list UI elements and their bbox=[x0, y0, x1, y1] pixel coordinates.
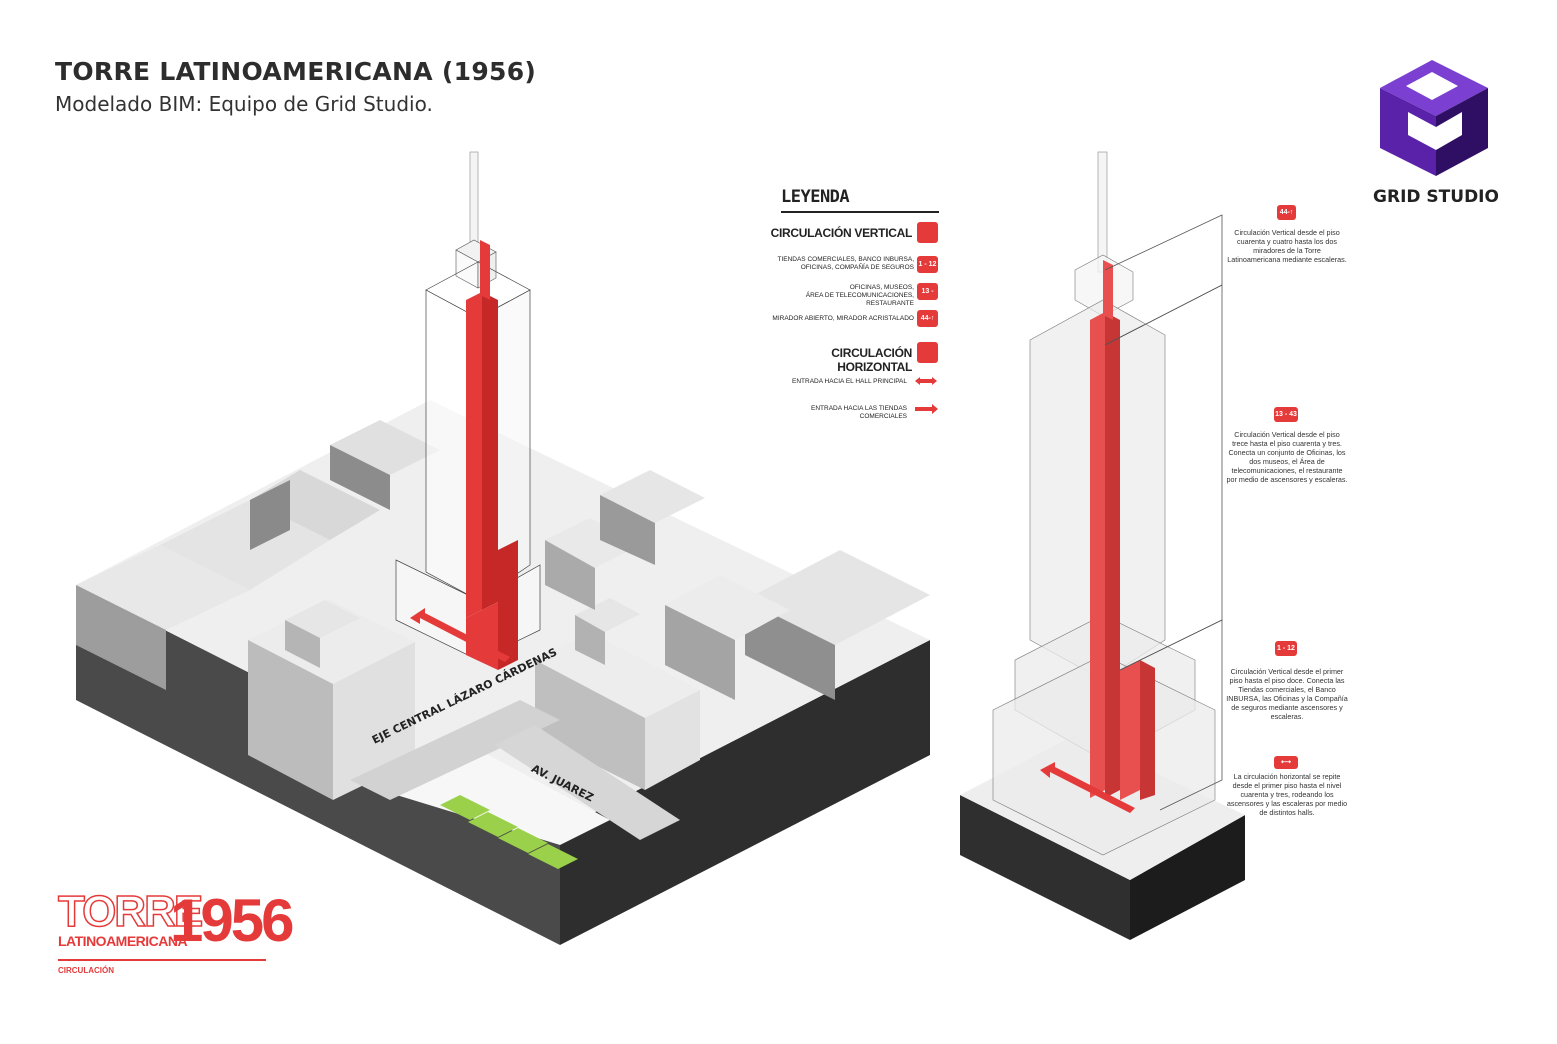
note-text: Circulación Vertical desde el primer pis… bbox=[1226, 667, 1348, 721]
legend-underline bbox=[781, 211, 939, 213]
legend-horizontal-swatch bbox=[917, 342, 938, 363]
poster-logo-torre: TORRE bbox=[57, 887, 204, 936]
legend-vertical-swatch bbox=[917, 222, 938, 243]
legend-item: MIRADOR ABIERTO, MIRADOR ACRISTALADO bbox=[772, 315, 914, 322]
poster-logo-latino: LATINOAMERICANA bbox=[58, 933, 188, 949]
poster-logo-divider bbox=[58, 959, 266, 961]
legend-item: TIENDAS COMERCIALES, BANCO INBURSA, OFIC… bbox=[777, 256, 914, 271]
brand-name: GRID STUDIO bbox=[1373, 187, 1499, 207]
legend-badge: 1 - 12 bbox=[917, 256, 938, 273]
legend-vertical-label: CIRCULACIÓN VERTICAL bbox=[770, 226, 913, 240]
note-badge: 44-↑ bbox=[1277, 205, 1296, 220]
note-text: La circulación horizontal se repite desd… bbox=[1226, 772, 1348, 817]
legend-badge: 44-↑ bbox=[917, 310, 938, 327]
page-subtitle: Modelado BIM: Equipo de Grid Studio. bbox=[55, 92, 433, 116]
tower-model-right bbox=[960, 151, 1245, 940]
legend-horizontal-label: CIRCULACIÓN HORIZONTAL bbox=[831, 346, 912, 374]
page-title: TORRE LATINOAMERICANA (1956) bbox=[55, 57, 537, 86]
legend-item: OFICINAS, MUSEOS, ÁREA DE TELECOMUNICACI… bbox=[805, 284, 914, 307]
legend-item: ENTRADA HACIA EL HALL PRINCIPAL bbox=[792, 378, 907, 385]
legend-title: LEYENDA bbox=[781, 187, 850, 207]
poster-logo-year: 1956 bbox=[170, 887, 294, 954]
grid-studio-logo bbox=[1380, 60, 1488, 176]
tower-model-left bbox=[395, 151, 541, 670]
arrow-right-icon bbox=[915, 404, 938, 414]
legend-badge: 13 - 43 bbox=[917, 283, 938, 312]
note-badge: 13 - 43 bbox=[1274, 407, 1298, 422]
poster-logo-caption: CIRCULACIÓN bbox=[58, 966, 114, 975]
note-badge: 1 - 12 bbox=[1275, 641, 1297, 656]
note-text: Circulación Vertical desde el piso cuare… bbox=[1227, 228, 1347, 264]
double-arrow-icon bbox=[915, 377, 937, 385]
note-text: Circulación Vertical desde el piso trece… bbox=[1226, 430, 1348, 484]
legend-item: ENTRADA HACIA LAS TIENDAS COMERCIALES bbox=[811, 405, 907, 420]
note-badge: ⟷ bbox=[1274, 756, 1298, 769]
